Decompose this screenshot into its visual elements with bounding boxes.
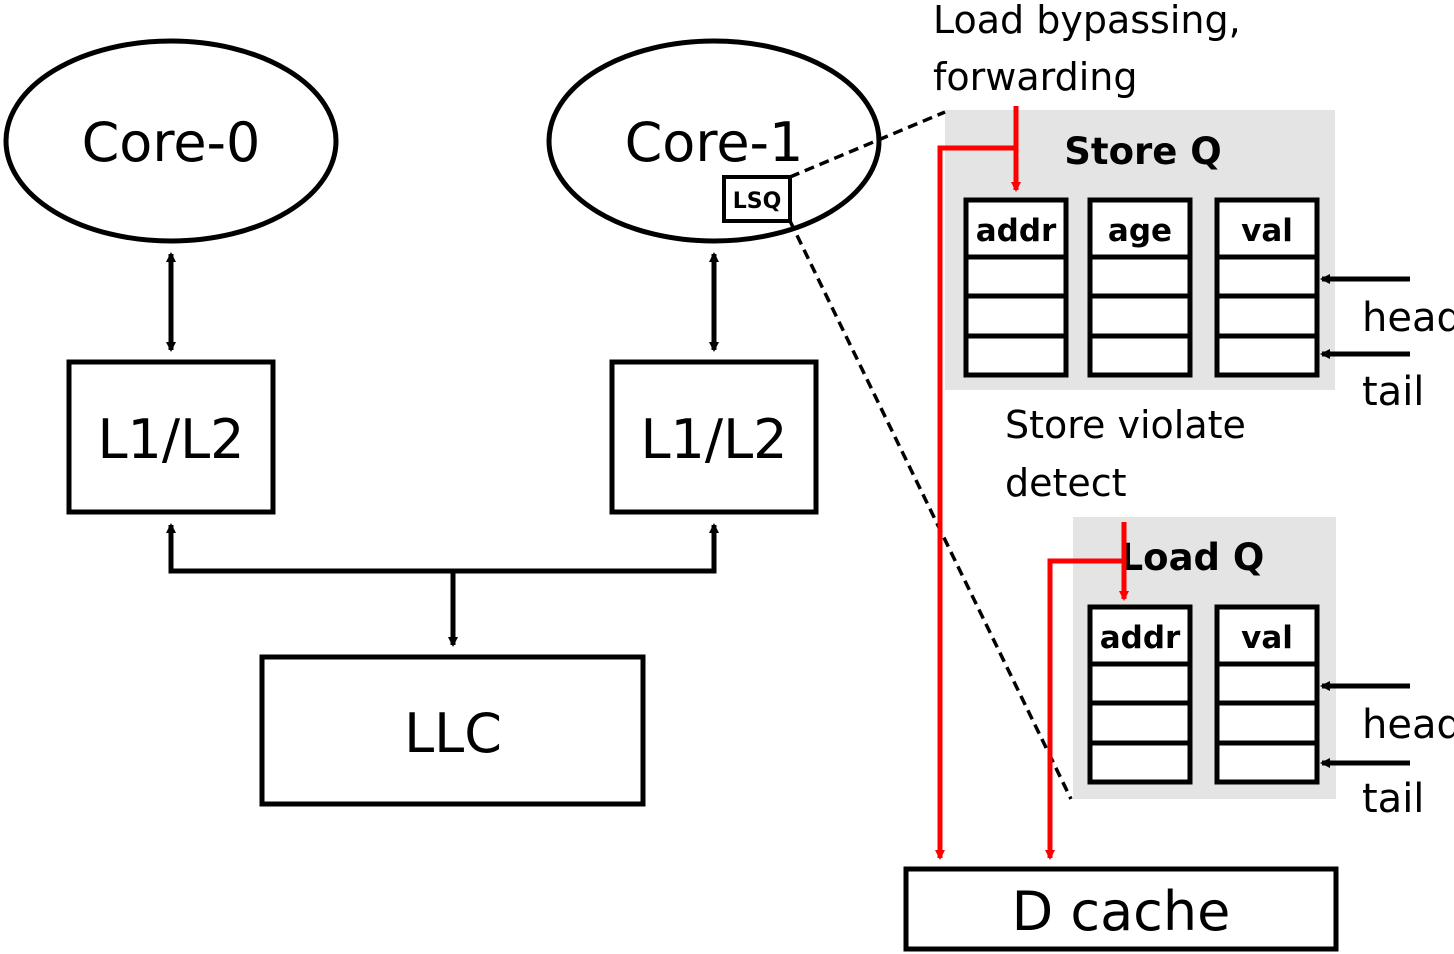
zoom-line-top — [789, 110, 946, 179]
zoom-line-bottom — [788, 220, 1073, 800]
store-queue-age-column — [1087, 197, 1193, 378]
store-queue-head-label: head — [1362, 295, 1454, 341]
load-queue-val-column — [1214, 604, 1320, 785]
core-1-label: Core-1 — [625, 111, 804, 174]
bypass-note-line2: forwarding — [933, 55, 1137, 99]
violate-note-line2: detect — [1005, 461, 1127, 505]
llc-box — [259, 654, 646, 807]
load-queue-addr-column — [1087, 604, 1193, 785]
core-0-l1l2-box — [66, 359, 276, 515]
dcache-box — [903, 866, 1339, 952]
load-queue-head-label: head — [1362, 702, 1454, 748]
store-queue-title: Store Q — [1064, 130, 1221, 173]
core-1-node — [546, 38, 882, 244]
dcache-label: D cache — [1012, 880, 1231, 943]
core-0-node — [3, 38, 339, 244]
core-1-l1l2-label: L1/L2 — [640, 408, 787, 471]
bypass-note-line1: Load bypassing, — [933, 0, 1241, 42]
load-queue-tail-label: tail — [1362, 776, 1424, 822]
store-queue-addr-column — [963, 197, 1069, 378]
violate-note-line1: Store violate — [1005, 403, 1246, 447]
interconnect-bus — [168, 525, 717, 574]
core-0-l1l2-label: L1/L2 — [97, 408, 244, 471]
lsq-label: LSQ — [733, 189, 782, 214]
store-queue-tail-label: tail — [1362, 369, 1424, 415]
core-1-l1l2-box — [609, 359, 819, 515]
store-queue-age-header: age — [1108, 213, 1172, 249]
store-queue-val-header: val — [1241, 213, 1293, 249]
load-queue-val-header: val — [1241, 620, 1293, 656]
load-queue-addr-header: addr — [1100, 620, 1181, 656]
store-queue-dcache-path — [935, 106, 1019, 860]
store-queue-addr-header: addr — [976, 213, 1057, 249]
load-queue-title: Load Q — [1120, 536, 1265, 579]
llc-label: LLC — [404, 702, 502, 765]
store-queue-val-column — [1214, 197, 1320, 378]
lsq-box — [722, 175, 792, 223]
load-queue-dcache-path — [1045, 522, 1127, 860]
core-0-label: Core-0 — [82, 111, 261, 174]
